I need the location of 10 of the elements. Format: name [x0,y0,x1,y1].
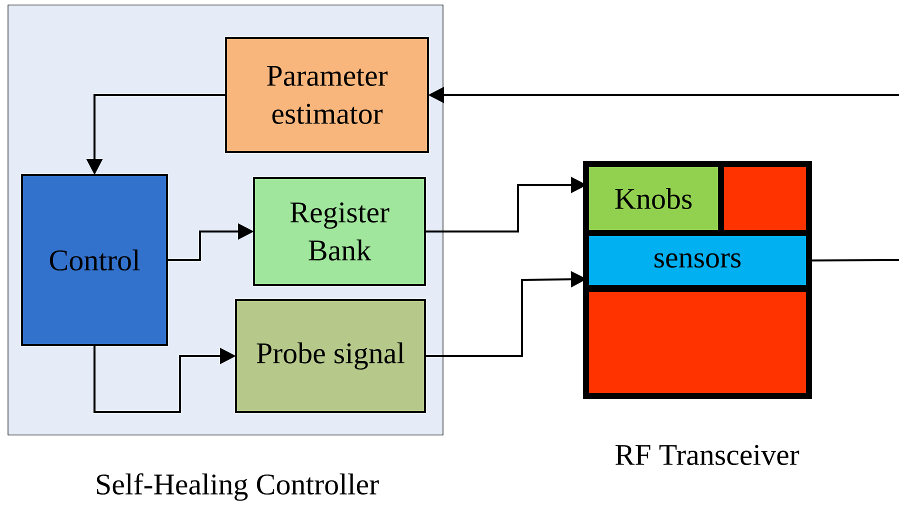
block [585,288,810,397]
block-label: RF Transceiver [616,444,800,466]
block: Knobs [585,163,722,234]
block: sensors [585,232,810,289]
process-box: Parameter estimator [225,37,429,153]
block-label: Self-Healing Controller [96,473,379,501]
process-box: Register Bank [253,177,426,286]
process-box: Control [21,174,168,346]
block [720,163,810,234]
process-box: Probe signal [235,299,426,413]
